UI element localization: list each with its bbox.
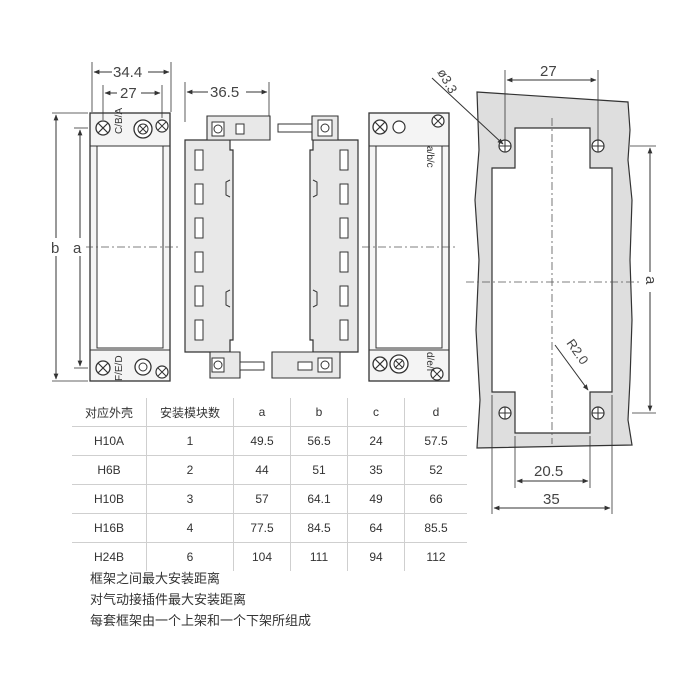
cell-d: 57.5 (404, 426, 467, 456)
cell-c: 24 (347, 426, 405, 456)
screw-icon (317, 357, 333, 373)
dim-34-4: 34.4 (113, 64, 142, 81)
cell-a: 104 (233, 542, 291, 571)
mounting-hole-icon (591, 406, 605, 420)
table-row: H16B 4 77.5 84.5 64 85.5 (72, 513, 467, 543)
screw-icon (95, 120, 111, 136)
dim-a: a (73, 240, 82, 257)
spec-table: 对应外壳 安装模块数 a b c d H10A 1 49.5 56.5 24 5… (72, 398, 467, 571)
cell-b: 56.5 (290, 426, 348, 456)
cell-a: 77.5 (233, 513, 291, 543)
earth-screw-icon (134, 358, 152, 376)
screw-icon (211, 357, 225, 373)
note-max-frame-distance: 框架之间最大安装距离 (90, 571, 221, 586)
screw-icon (372, 119, 388, 135)
screw-icon (95, 360, 111, 376)
cell-modules: 4 (146, 513, 234, 543)
cell-c: 64 (347, 513, 405, 543)
cell-modules: 2 (146, 455, 234, 485)
dim-b: b (51, 240, 59, 257)
earth-screw-icon (133, 119, 153, 139)
frame-side-view-1 (184, 115, 271, 379)
width-dimensions: 34.4 27 36.5 (91, 62, 270, 122)
cell-modules: 6 (146, 542, 234, 571)
cell-b: 111 (290, 542, 348, 571)
frame-label-top: C/B/A (114, 108, 125, 134)
cell-c: 94 (347, 542, 405, 571)
screw-icon (211, 121, 225, 137)
cell-d: 85.5 (404, 513, 467, 543)
table-header-row: 对应外壳 安装模块数 a b c d (72, 398, 467, 427)
dim-cutout-35: 35 (543, 491, 560, 508)
frame-side-view-2 (271, 115, 359, 379)
cell-a: 57 (233, 484, 291, 514)
note-max-pneumatic-distance: 对气动接插件最大安装距离 (90, 592, 247, 607)
header-module-count: 安装模块数 (146, 398, 234, 427)
panel-cutout: 27 ø3.3 a R2.0 20.5 35 (431, 63, 659, 514)
hole-icon (392, 120, 406, 134)
cell-housing: H6B (72, 455, 147, 485)
dim-27: 27 (120, 85, 137, 102)
height-dimensions: b a (49, 112, 88, 382)
cell-c: 35 (347, 455, 405, 485)
cell-housing: H10B (72, 484, 147, 514)
frame-label-bottom: F/E/D (114, 355, 125, 381)
cell-b: 64.1 (290, 484, 348, 514)
table-row: H6B 2 44 51 35 52 (72, 455, 467, 485)
dim-cutout-20-5: 20.5 (534, 463, 563, 480)
note-frame-composition: 每套框架由一个上架和一个下架所组成 (90, 613, 312, 628)
header-housing: 对应外壳 (84, 405, 133, 420)
cell-d: 66 (404, 484, 467, 514)
cell-b: 51 (290, 455, 348, 485)
mounting-hole-icon (498, 406, 512, 420)
earth-screw-icon (389, 354, 409, 374)
dim-36-5: 36.5 (210, 84, 239, 101)
table-row: H10A 1 49.5 56.5 24 57.5 (72, 426, 467, 456)
frame-front-view-right: a/b/c d/e/f (362, 112, 456, 382)
table-row: H24B 6 104 111 94 112 (72, 542, 467, 571)
cell-modules: 3 (146, 484, 234, 514)
screw-icon (317, 119, 333, 137)
table-row: H10B 3 57 64.1 49 66 (72, 484, 467, 514)
screw-icon (430, 367, 444, 381)
cell-housing: H10A (72, 426, 147, 456)
cell-a: 44 (233, 455, 291, 485)
frame-front-view: C/B/A F/E/D (85, 108, 178, 382)
screw-icon (431, 114, 445, 128)
screw-icon (372, 356, 388, 372)
cell-d: 112 (404, 542, 467, 571)
header-c: c (347, 398, 405, 427)
cell-c: 49 (347, 484, 405, 514)
dim-hole-diameter: ø3.3 (434, 66, 460, 96)
cell-housing: H24B (72, 542, 147, 571)
frame-label-bottom-right: d/e/f (424, 352, 435, 372)
screw-icon (155, 119, 169, 133)
dim-cutout-a: a (642, 276, 659, 285)
cell-modules: 1 (146, 426, 234, 456)
header-d: d (404, 398, 467, 427)
notes: 框架之间最大安装距离 对气动接插件最大安装距离 每套框架由一个上架和一个下架所组… (90, 568, 311, 631)
header-a: a (233, 398, 291, 427)
frame-label-top-right: a/b/c (424, 146, 435, 168)
cell-housing: H16B (72, 513, 147, 543)
screw-icon (155, 365, 169, 379)
header-b: b (290, 398, 348, 427)
cell-b: 84.5 (290, 513, 348, 543)
cell-a: 49.5 (233, 426, 291, 456)
dim-cutout-27: 27 (540, 63, 557, 80)
mounting-hole-icon (591, 139, 605, 153)
cell-d: 52 (404, 455, 467, 485)
